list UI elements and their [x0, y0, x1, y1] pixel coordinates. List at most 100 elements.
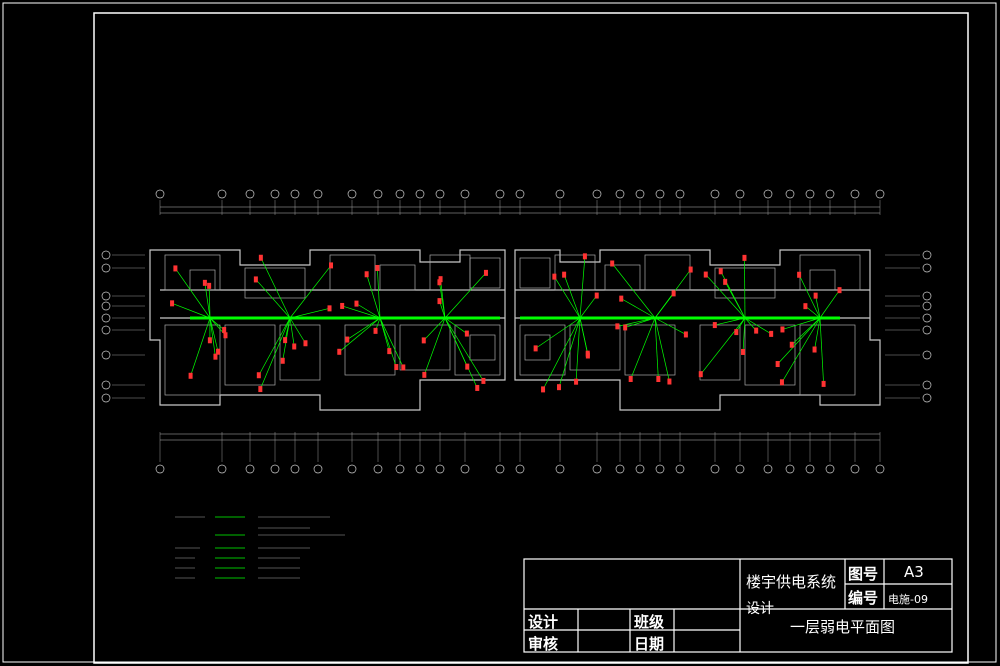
branch-wire: [654, 317, 670, 382]
axis-bubble-top: [850, 189, 860, 199]
room-partitions: [164, 254, 861, 396]
outlet-device: [387, 348, 392, 355]
branch-wire: [742, 317, 746, 352]
weak-current-branches: [171, 256, 840, 390]
axis-bubble-bottom: [615, 464, 625, 474]
outlet-device: [775, 361, 780, 368]
legend: [215, 516, 245, 579]
axis-bubble-bottom: [825, 464, 835, 474]
axis-bubble-left: [101, 313, 111, 323]
axis-bubble-bottom: [850, 464, 860, 474]
branch-wire: [260, 257, 291, 319]
outlet-device: [837, 287, 842, 294]
room: [469, 257, 501, 289]
outlet-device: [223, 332, 228, 339]
outlet-device: [615, 323, 620, 330]
outlet-device: [734, 329, 739, 336]
outlet-device: [812, 346, 817, 353]
outlet-device: [574, 378, 579, 385]
branch-wire: [654, 317, 687, 335]
outlet-device: [173, 265, 178, 272]
branch-wire: [542, 317, 581, 390]
branch-wire: [579, 256, 586, 319]
axis-bubble-top: [635, 189, 645, 199]
branch-wire: [791, 317, 821, 346]
axis-bubble-top: [270, 189, 280, 199]
axis-bubble-bottom: [460, 464, 470, 474]
room: [469, 334, 496, 361]
outlet-device: [401, 364, 406, 371]
branch-wire: [377, 267, 381, 319]
outlet-device: [438, 276, 443, 283]
outlet-device: [582, 253, 587, 260]
axis-bubble-bottom: [635, 464, 645, 474]
room: [569, 324, 621, 371]
branch-wire: [342, 305, 381, 319]
axis-bubble-right: [922, 301, 932, 311]
outlet-device: [813, 292, 818, 299]
axis-bubble-bottom: [435, 464, 445, 474]
outlet-device: [683, 331, 688, 338]
branch-wire: [379, 317, 404, 368]
axis-bubble-top: [347, 189, 357, 199]
branch-wire: [175, 268, 211, 319]
outlet-devices: [170, 253, 842, 393]
outlet-device: [594, 292, 599, 299]
axis-bubble-bottom: [395, 464, 405, 474]
outlet-device: [364, 271, 369, 278]
axis-bubble-top: [395, 189, 405, 199]
room: [399, 324, 451, 371]
branch-wire: [621, 298, 656, 319]
label-class: 班级: [634, 613, 665, 631]
outlet-device: [803, 303, 808, 310]
outlet-device: [619, 295, 624, 302]
axis-bubble-bottom: [217, 464, 227, 474]
project-title-line1: 楼宇供电系统: [746, 573, 837, 591]
branch-wire: [700, 317, 746, 375]
room: [164, 324, 221, 396]
axis-bubble-right: [922, 393, 932, 403]
outlet-device: [213, 353, 218, 360]
branch-wire: [714, 317, 746, 326]
outlet-device: [481, 377, 486, 384]
outlet-device: [373, 327, 378, 334]
branch-wire: [379, 317, 397, 368]
axis-bubble-top: [825, 189, 835, 199]
axis-bubble-right: [922, 380, 932, 390]
branch-wire: [798, 274, 821, 319]
branch-wire: [209, 317, 216, 357]
outlet-device: [656, 375, 661, 382]
axis-bubble-right: [922, 325, 932, 335]
axis-bubble-top: [217, 189, 227, 199]
outlet-device: [345, 336, 350, 343]
room: [189, 269, 216, 291]
branch-wire: [705, 274, 746, 319]
room: [379, 264, 416, 291]
branch-wire: [819, 317, 824, 384]
axis-bubble-top: [460, 189, 470, 199]
axis-bubble-top: [805, 189, 815, 199]
outlet-device: [292, 343, 297, 350]
axis-bubble-top: [655, 189, 665, 199]
label-drawing-no: 编号: [848, 589, 879, 607]
branch-wire: [190, 317, 211, 376]
branch-wire: [289, 265, 332, 319]
axis-bubble-left: [101, 301, 111, 311]
value-figure-size: A3: [904, 563, 924, 581]
outlet-device: [303, 340, 308, 347]
axis-bubble-bottom: [415, 464, 425, 474]
room: [519, 257, 551, 289]
outlet-device: [394, 364, 399, 371]
branch-wire: [255, 279, 291, 319]
axis-bubble-top: [515, 189, 525, 199]
room: [279, 324, 321, 381]
axis-bubble-bottom: [347, 464, 357, 474]
project-title-line2: 设计: [746, 601, 774, 617]
axis-bubble-right: [922, 263, 932, 273]
outlet-device: [280, 357, 285, 364]
outlet-device: [216, 348, 221, 355]
value-drawing-no: 电施-09: [888, 593, 928, 606]
outlet-device: [789, 341, 794, 348]
branch-wire: [654, 293, 674, 319]
